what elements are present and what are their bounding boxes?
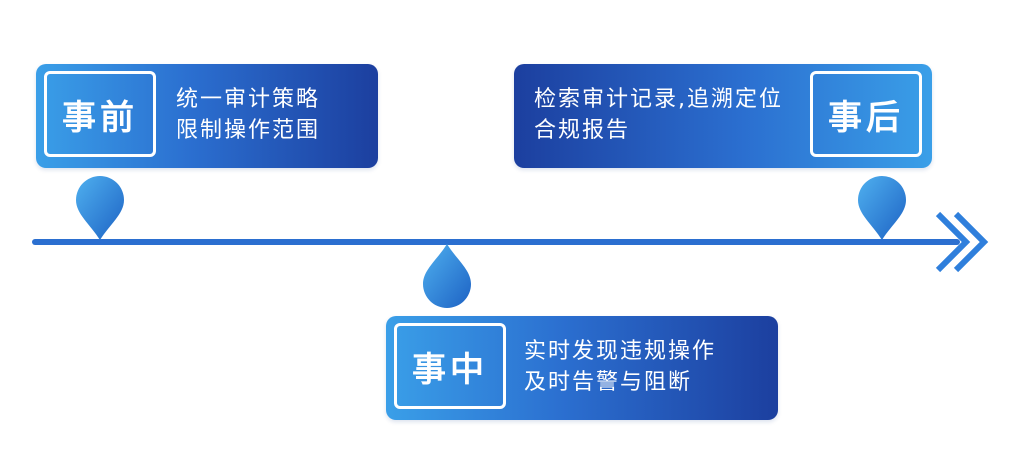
stage-during-line-1: 实时发现违规操作 xyxy=(524,339,717,364)
stage-before-line-1: 统一审计策略 xyxy=(176,87,321,112)
timeline-arrow-icon xyxy=(935,211,989,273)
pin-during-icon xyxy=(423,244,471,308)
pin-before-icon xyxy=(76,176,124,240)
stage-before-line-2: 限制操作范围 xyxy=(176,118,321,143)
stage-during-desc: 实时发现违规操作 及时告警与阻断 xyxy=(524,336,716,398)
timeline-axis xyxy=(32,239,960,245)
stage-after-desc: 检索审计记录,追溯定位 合规报告 xyxy=(534,84,783,146)
stage-before-card: 事前 统一审计策略 限制操作范围 xyxy=(36,64,378,168)
stage-after-tag: 事后 xyxy=(810,71,922,157)
stage-during-line-2: 及时告警与阻断 xyxy=(524,370,693,395)
stage-before-tag: 事前 xyxy=(44,71,156,157)
stage-during-card: 事中 实时发现违规操作 及时告警与阻断 xyxy=(386,316,778,420)
stage-after-card: 检索审计记录,追溯定位 合规报告 事后 xyxy=(514,64,932,168)
stage-after-line-2: 合规报告 xyxy=(534,118,631,143)
stage-during-tag: 事中 xyxy=(394,323,506,409)
stage-after-line-1: 检索审计记录,追溯定位 xyxy=(534,87,783,112)
pin-after-icon xyxy=(858,176,906,240)
stage-before-desc: 统一审计策略 限制操作范围 xyxy=(176,84,320,146)
